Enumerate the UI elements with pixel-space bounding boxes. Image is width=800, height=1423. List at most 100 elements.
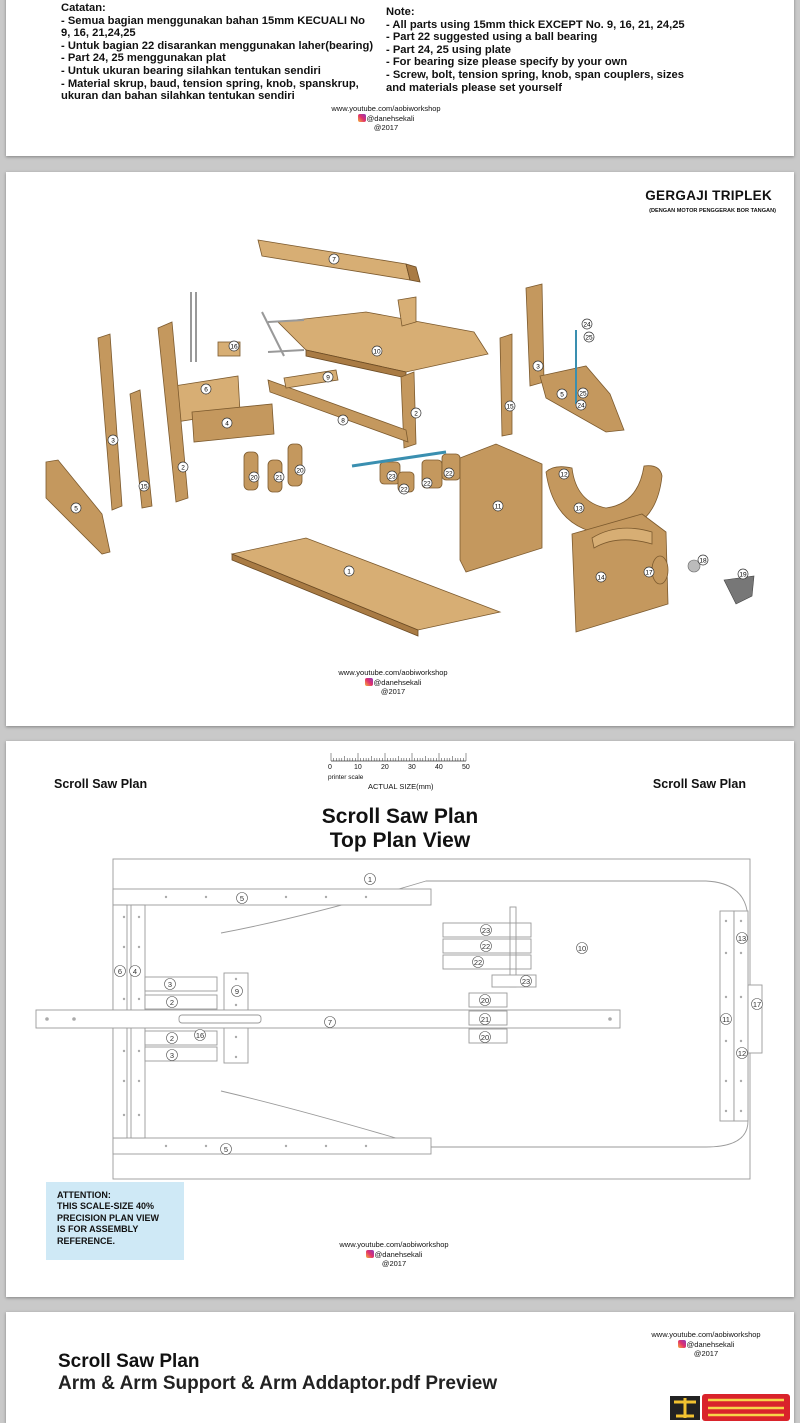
svg-text:14: 14 bbox=[597, 575, 605, 582]
svg-text:6: 6 bbox=[118, 967, 122, 976]
svg-text:22: 22 bbox=[423, 481, 431, 488]
credits: www.youtube.com/aobiworkshop @danehsekal… bbox=[304, 1240, 484, 1269]
notes-indonesian-heading: Catatan: bbox=[61, 2, 106, 14]
svg-text:7: 7 bbox=[332, 257, 336, 264]
notes-indonesian-body: - Semua bagian menggunakan bahan 15mm KE… bbox=[61, 14, 374, 103]
copyright-year: @2017 bbox=[373, 123, 399, 132]
svg-text:22: 22 bbox=[400, 487, 408, 494]
copyright-year: @2017 bbox=[693, 1349, 719, 1358]
preview-title-line1: Scroll Saw Plan bbox=[58, 1351, 200, 1372]
svg-text:9: 9 bbox=[326, 375, 330, 382]
scale-bar bbox=[330, 753, 467, 762]
svg-text:24: 24 bbox=[583, 322, 591, 329]
svg-text:2: 2 bbox=[414, 411, 418, 418]
top-plan-drawing: 1 5 5 6 4 3 2 2 3 9 16 7 23 22 22 23 10 … bbox=[35, 858, 763, 1180]
svg-text:4: 4 bbox=[133, 967, 137, 976]
top-plan-page: Scroll Saw Plan Scroll Saw Plan 0 10 20 … bbox=[6, 741, 794, 1297]
exploded-part-labels: 7 10 16 9 6 4 8 2 2 3 15 5 20 21 20 23 2… bbox=[70, 253, 749, 583]
svg-text:13: 13 bbox=[575, 506, 583, 513]
notes-english: Note: - All parts using 15mm thick EXCEP… bbox=[386, 6, 726, 94]
instagram-icon bbox=[357, 113, 366, 122]
instagram-icon bbox=[365, 1249, 374, 1258]
svg-text:23: 23 bbox=[482, 926, 490, 935]
attention-body: THIS SCALE-SIZE 40% PRECISION PLAN VIEW … bbox=[57, 1201, 160, 1246]
attention-box: ATTENTION: THIS SCALE-SIZE 40% PRECISION… bbox=[46, 1182, 184, 1260]
svg-text:10: 10 bbox=[373, 349, 381, 356]
svg-text:20: 20 bbox=[481, 996, 489, 1005]
instagram-handle[interactable]: @danehsekali bbox=[374, 1249, 423, 1259]
svg-text:2: 2 bbox=[181, 465, 185, 472]
plan-title-line2: Top Plan View bbox=[329, 829, 471, 852]
svg-text:22: 22 bbox=[482, 942, 490, 951]
svg-text:20: 20 bbox=[481, 1033, 489, 1042]
svg-text:21: 21 bbox=[275, 475, 283, 482]
svg-text:3: 3 bbox=[111, 438, 115, 445]
svg-text:1: 1 bbox=[347, 569, 351, 576]
exploded-view-title: GERGAJI TRIPLEK bbox=[645, 188, 772, 203]
plan-part-labels: 1 5 5 6 4 3 2 2 3 9 16 7 23 22 22 23 10 … bbox=[114, 873, 763, 1155]
svg-text:3: 3 bbox=[536, 364, 540, 371]
exploded-view-subtitle: (DENGAN MOTOR PENGGERAK BOR TANGAN) bbox=[649, 208, 776, 214]
youtube-link[interactable]: www.youtube.com/aobiworkshop bbox=[651, 1330, 761, 1339]
scale-tick-label: 0 bbox=[328, 764, 332, 771]
notes-indonesian: Catatan: - Semua bagian menggunakan baha… bbox=[61, 2, 391, 103]
exploded-view-drawing: 7 10 16 9 6 4 8 2 2 3 15 5 20 21 20 23 2… bbox=[45, 239, 755, 637]
plan-title-line1: Scroll Saw Plan bbox=[321, 805, 479, 828]
credits: www.youtube.com/aobiworkshop @danehsekal… bbox=[626, 1330, 786, 1359]
instagram-handle[interactable]: @danehsekali bbox=[366, 113, 415, 123]
svg-text:21: 21 bbox=[481, 1015, 489, 1024]
svg-text:3: 3 bbox=[168, 980, 172, 989]
svg-text:17: 17 bbox=[753, 1000, 761, 1009]
plan-header-left: Scroll Saw Plan bbox=[54, 777, 148, 791]
svg-text:3: 3 bbox=[170, 1051, 174, 1060]
svg-text:19: 19 bbox=[739, 572, 747, 579]
scale-tick-label: 10 bbox=[354, 764, 362, 771]
svg-text:15: 15 bbox=[140, 484, 148, 491]
scale-labels: 0 10 20 30 40 50 bbox=[326, 764, 476, 774]
copyright-year: @2017 bbox=[380, 687, 406, 696]
svg-text:4: 4 bbox=[225, 421, 229, 428]
svg-text:13: 13 bbox=[738, 934, 746, 943]
svg-text:2: 2 bbox=[170, 998, 174, 1007]
notes-english-heading: Note: bbox=[386, 6, 415, 18]
svg-text:11: 11 bbox=[495, 504, 502, 511]
svg-text:7: 7 bbox=[328, 1018, 332, 1027]
svg-text:10: 10 bbox=[578, 944, 586, 953]
arm-plan-preview-page: Scroll Saw Plan Arm & Arm Support & Arm … bbox=[6, 1312, 794, 1423]
credits: www.youtube.com/aobiworkshop @danehsekal… bbox=[303, 668, 483, 697]
copyright-year: @2017 bbox=[381, 1259, 407, 1268]
svg-text:12: 12 bbox=[738, 1049, 746, 1058]
youtube-link[interactable]: www.youtube.com/aobiworkshop bbox=[338, 668, 448, 677]
svg-text:20: 20 bbox=[250, 475, 258, 482]
svg-text:16: 16 bbox=[196, 1031, 204, 1040]
instagram-icon bbox=[364, 677, 373, 686]
turnbuckle-hardware bbox=[190, 292, 305, 362]
svg-text:24: 24 bbox=[577, 403, 585, 410]
svg-text:2: 2 bbox=[170, 1034, 174, 1043]
svg-text:8: 8 bbox=[341, 418, 345, 425]
credits: www.youtube.com/aobiworkshop @danehsekal… bbox=[296, 104, 476, 133]
svg-text:25: 25 bbox=[579, 391, 587, 398]
plan-header-right: Scroll Saw Plan bbox=[652, 777, 746, 791]
plan-title: Scroll Saw Plan Top Plan View bbox=[6, 805, 794, 853]
svg-text:1: 1 bbox=[368, 875, 372, 884]
actual-size-label: ACTUAL SIZE(mm) bbox=[368, 782, 434, 791]
notes-page: Catatan: - Semua bagian menggunakan baha… bbox=[6, 0, 794, 156]
youtube-link[interactable]: www.youtube.com/aobiworkshop bbox=[339, 1240, 449, 1249]
svg-text:9: 9 bbox=[235, 987, 239, 996]
svg-text:23: 23 bbox=[522, 977, 530, 986]
svg-text:15: 15 bbox=[506, 404, 514, 411]
printer-scale-label: printer scale bbox=[328, 774, 364, 781]
svg-text:17: 17 bbox=[645, 570, 653, 577]
youtube-link[interactable]: www.youtube.com/aobiworkshop bbox=[331, 104, 441, 113]
svg-text:22: 22 bbox=[445, 471, 453, 478]
instagram-handle[interactable]: @danehsekali bbox=[686, 1339, 735, 1349]
svg-text:5: 5 bbox=[560, 392, 564, 399]
instagram-handle[interactable]: @danehsekali bbox=[373, 677, 422, 687]
svg-text:18: 18 bbox=[699, 558, 707, 565]
attention-heading: ATTENTION: bbox=[57, 1190, 111, 1200]
svg-text:5: 5 bbox=[224, 1145, 228, 1154]
watermark-logo bbox=[670, 1394, 790, 1421]
svg-text:11: 11 bbox=[722, 1015, 730, 1024]
svg-text:16: 16 bbox=[230, 344, 238, 351]
